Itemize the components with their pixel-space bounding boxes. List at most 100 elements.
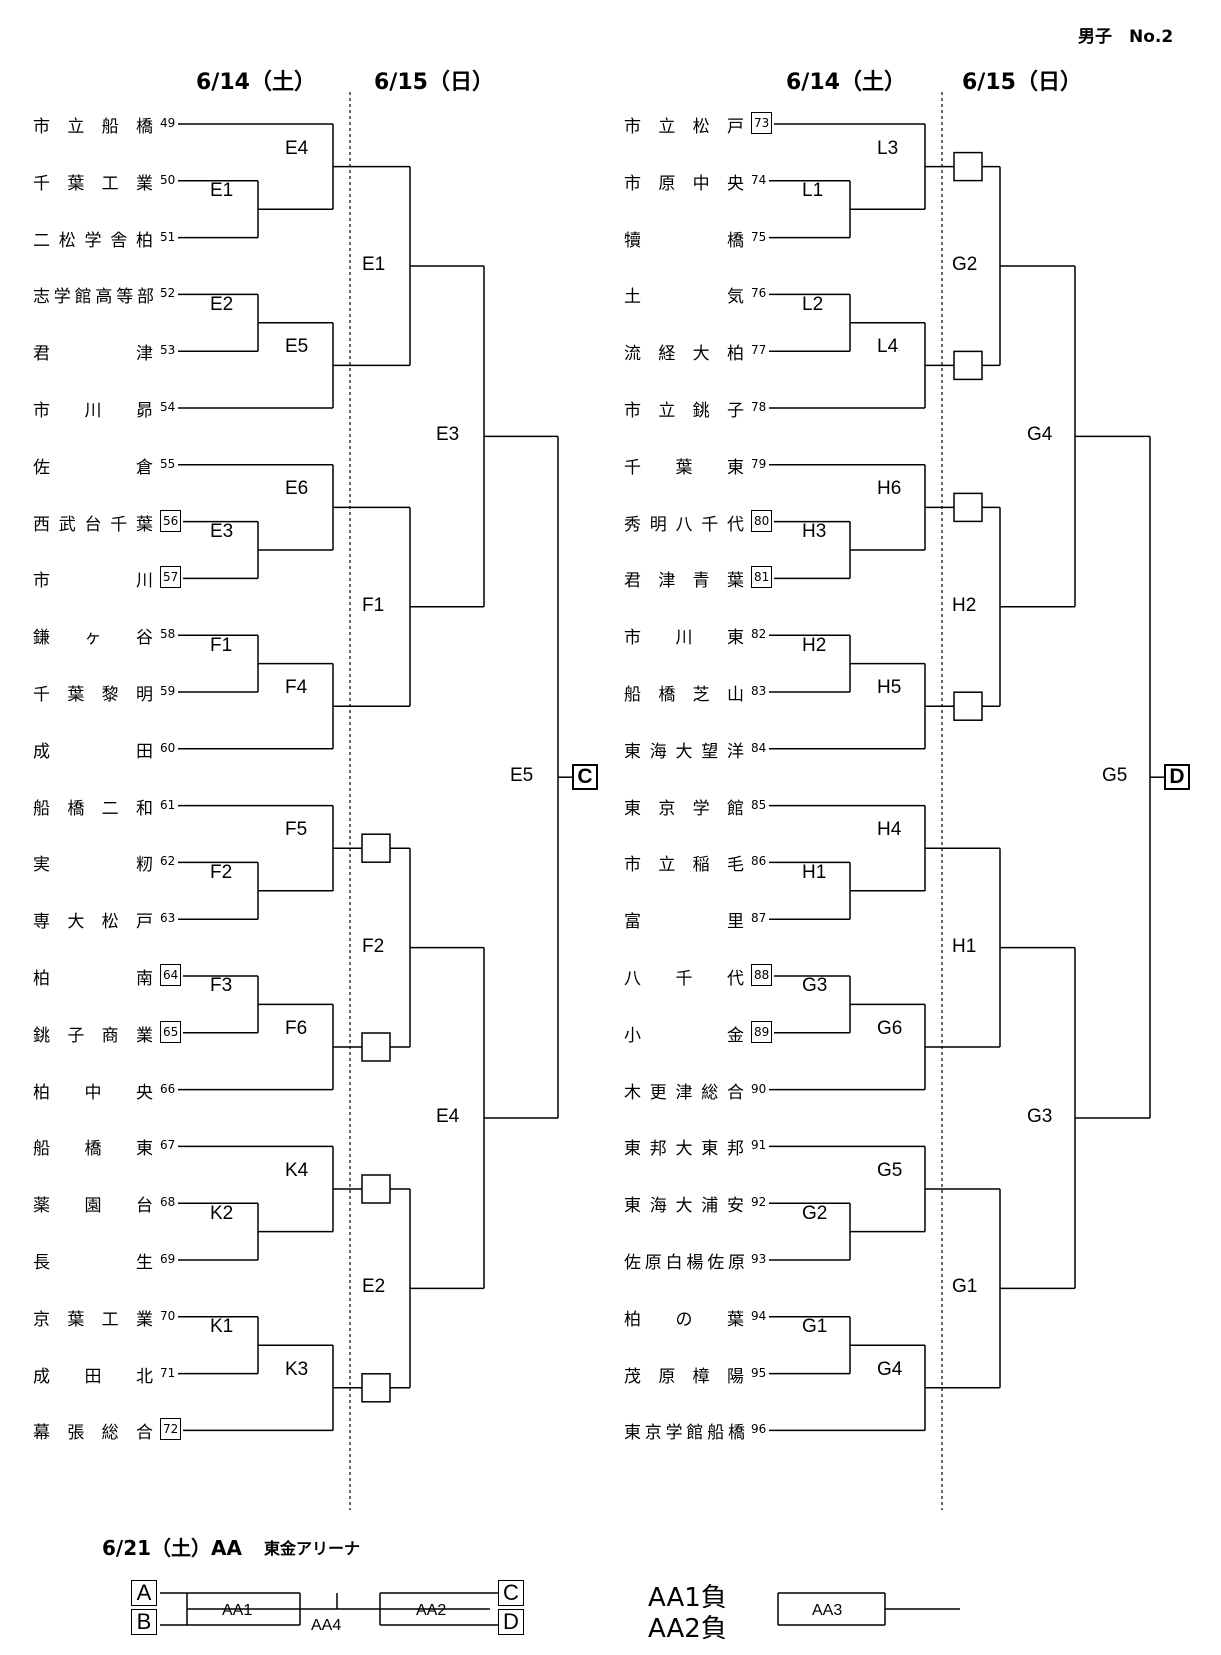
team-name-char: 明 (649, 514, 667, 535)
r2-match-label: E4 (285, 137, 309, 159)
empty-score-box (361, 1032, 391, 1062)
team-name-char: 東 (624, 741, 641, 762)
aa-box-b: B (131, 1609, 157, 1635)
team-number: 64 (160, 964, 182, 986)
team-number: 51 (160, 229, 176, 244)
r1-match-label: K2 (210, 1202, 234, 1224)
team-number: 78 (751, 400, 767, 414)
team-number: 75 (751, 229, 767, 244)
aa4-label: AA4 (311, 1617, 342, 1634)
team-name-char: 立 (658, 401, 676, 421)
aa1-label: AA1 (222, 1602, 253, 1619)
team-number: 61 (160, 797, 176, 812)
team-number: 73 (751, 112, 773, 134)
team-name: 君津 (33, 339, 153, 364)
team-name: 君津青葉 (624, 566, 744, 591)
aa2-label: AA2 (416, 1602, 447, 1619)
date-left-day2: 6/15（日） (374, 70, 494, 95)
team-number: 57 (160, 566, 182, 589)
team-name-char: 邦 (649, 1139, 667, 1160)
team-name-char: 船 (707, 1423, 724, 1444)
team-name-char: 幕 (33, 1423, 50, 1444)
team-name-char: 海 (649, 1196, 667, 1217)
empty-score-box (953, 492, 983, 523)
team-name-char: 船 (624, 685, 641, 705)
team-name-char: 昴 (136, 401, 153, 421)
r3-match-label: F1 (362, 594, 385, 616)
team-number: 83 (751, 684, 767, 698)
r2-match-label: E6 (285, 478, 309, 500)
team-name: 市立松戸 (624, 112, 744, 137)
team-name: 千葉黎明 (33, 680, 153, 705)
team-name-char: 葉 (726, 571, 744, 592)
team-name-char: 武 (58, 514, 76, 535)
team-name-char: 原 (658, 173, 676, 194)
team-name: 犢橋 (624, 226, 744, 251)
team-name: 西武台千葉 (33, 510, 153, 535)
team-name-char: 茂 (624, 1366, 641, 1387)
team-name-char: 工 (101, 1309, 119, 1330)
team-name-char: 薬 (33, 1196, 50, 1217)
team-name-char: 楊 (686, 1253, 703, 1273)
team-name-char: 京 (658, 798, 676, 819)
aa-day: 6/21（土）AA (102, 1536, 243, 1560)
team-name-char: 橋 (67, 798, 85, 819)
empty-score-box (361, 1373, 391, 1403)
team-name-char: 銚 (692, 401, 710, 421)
team-name-char: 京 (33, 1309, 50, 1330)
r2-match-label: H5 (877, 677, 902, 699)
team-name-char: 原 (658, 1366, 676, 1387)
team-name-char: 東 (624, 1196, 641, 1217)
aa-box-d: D (498, 1609, 524, 1635)
team-number: 80 (751, 509, 773, 532)
team-name-char: 松 (692, 117, 710, 137)
empty-score-box (361, 1174, 391, 1204)
team-name-char: の (675, 1309, 693, 1330)
team-name-char: 工 (101, 173, 119, 194)
team-name-char: 葉 (727, 1309, 744, 1330)
team-name: 東邦大東邦 (624, 1134, 744, 1159)
team-name-char: 館 (74, 287, 92, 308)
team-name: 成田 (33, 737, 153, 762)
team-number: 81 (751, 566, 773, 589)
aa-box-c: C (498, 1580, 524, 1606)
r3-match-label: G1 (952, 1276, 978, 1298)
r4-match-label: E3 (436, 424, 460, 446)
team-name-char: 谷 (136, 628, 153, 649)
team-name: 東京学館 (624, 794, 744, 819)
r1-match-label: L1 (802, 180, 824, 202)
team-name-char: 央 (726, 173, 744, 194)
team-name: 木更津総合 (624, 1078, 744, 1103)
team-name-char: 専 (33, 912, 50, 933)
r3-match-label: E2 (362, 1276, 386, 1298)
team-name-char: 部 (136, 287, 154, 308)
team-number: 52 (160, 286, 176, 301)
team-number: 67 (160, 1138, 176, 1153)
r1-match-label: G2 (802, 1202, 828, 1224)
team-name-char: 大 (692, 344, 710, 365)
team-number: 84 (751, 740, 767, 755)
team-name-char: 原 (727, 1253, 745, 1273)
team-name-char: 東 (701, 1139, 719, 1160)
aa-venue: 東金アリーナ (264, 1539, 361, 1558)
team-name-char: 柏 (726, 344, 744, 365)
team-name-char: 学 (84, 230, 102, 251)
r2-match-label: L3 (877, 137, 899, 159)
team-name-char: 葉 (67, 685, 85, 705)
team-number: 54 (160, 400, 176, 414)
team-name-char: 柏 (136, 230, 153, 251)
team-name-char: 大 (675, 741, 693, 762)
team-name-char: 佐 (707, 1253, 724, 1273)
team-number: 82 (751, 627, 767, 642)
r2-match-label: H6 (877, 478, 902, 500)
aa3-label: AA3 (812, 1602, 843, 1619)
team-number: 91 (751, 1138, 767, 1153)
team-number: 76 (751, 286, 767, 301)
team-name: 京葉工業 (33, 1305, 153, 1330)
team-name-char: 央 (136, 1082, 153, 1103)
team-name: 東海大浦安 (624, 1191, 744, 1216)
team-name-char: 川 (84, 401, 102, 421)
team-name: 秀明八千代 (624, 510, 744, 535)
team-name-char: 金 (727, 1025, 744, 1046)
team-name: 二松学舎柏 (33, 226, 153, 251)
